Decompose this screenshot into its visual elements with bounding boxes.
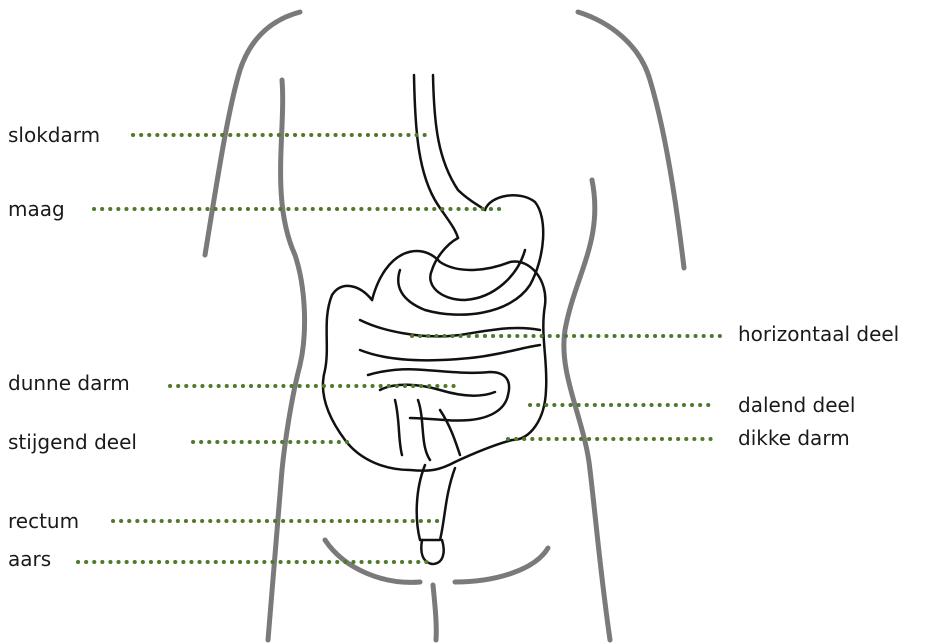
label-horizontaal-deel: horizontaal deel xyxy=(738,324,899,344)
label-dunne-darm: dunne darm xyxy=(8,373,130,393)
stomach-shape xyxy=(398,195,543,314)
label-aars: aars xyxy=(8,549,51,569)
label-slokdarm: slokdarm xyxy=(8,125,100,145)
label-maag: maag xyxy=(8,199,65,219)
label-dalend-deel: dalend deel xyxy=(738,395,855,415)
label-dikke-darm: dikke darm xyxy=(738,428,850,448)
esophagus-shape xyxy=(414,75,458,238)
organs xyxy=(323,75,546,564)
label-rectum: rectum xyxy=(8,511,79,531)
anus-shape xyxy=(421,540,443,564)
leader-lines xyxy=(78,135,722,562)
rectum-shape xyxy=(417,465,455,540)
label-stijgend-deel: stijgend deel xyxy=(8,432,137,452)
